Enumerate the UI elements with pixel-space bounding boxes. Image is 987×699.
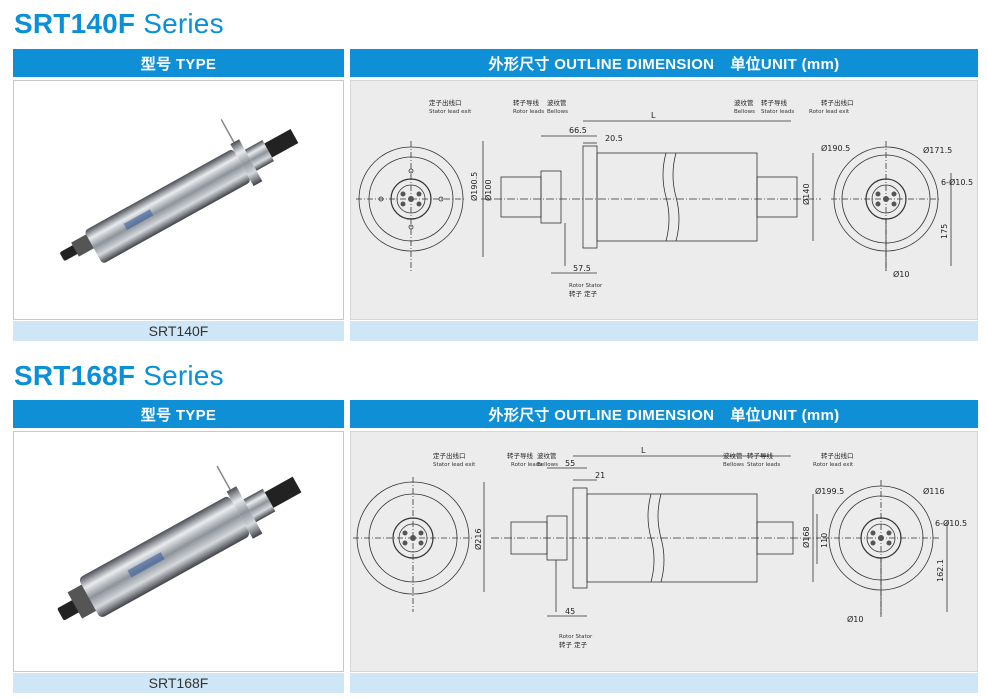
label-rotor-leads-en: Rotor leads bbox=[511, 462, 542, 468]
dim-dia-b: Ø100 bbox=[483, 179, 493, 201]
label-rotor-stator-en: Rotor Stator bbox=[559, 634, 593, 640]
drawing-caption-bar bbox=[350, 673, 978, 693]
dimension-header-label: 外形尺寸 OUTLINE DIMENSION bbox=[488, 406, 715, 424]
unit-label: 单位UNIT (mm) bbox=[730, 55, 840, 73]
dim-right-dia2: Ø116 bbox=[923, 486, 945, 496]
dim-right-dia2: Ø171.5 bbox=[923, 145, 952, 155]
label-stator-lead-cn: 定子出线口 bbox=[429, 98, 462, 107]
slip-ring-photo bbox=[60, 119, 299, 263]
type-header-label: 型号 TYPE bbox=[140, 406, 217, 424]
dim-dia-c: 110 bbox=[820, 533, 829, 548]
label-bellows2-en: Bellows bbox=[734, 109, 755, 115]
label-stator-leads-cn: 转子导线 bbox=[761, 98, 788, 107]
label-rotor-lead-exit-en: Rotor lead exit bbox=[809, 109, 850, 115]
label-stator-lead-en: Stator lead exit bbox=[433, 462, 476, 468]
dimension-drawing-srt168f: 定子出线口 Stator lead exit 转子导线 Rotor leads … bbox=[350, 431, 978, 672]
label-rotor-lead-exit-en: Rotor lead exit bbox=[813, 462, 854, 468]
dim-length: L bbox=[651, 111, 656, 120]
label-stator-lead-cn: 定子出线口 bbox=[433, 451, 466, 460]
dim-holes: 6-Ø10.5 bbox=[941, 177, 973, 187]
series-code: SRT168F bbox=[14, 360, 136, 391]
dim-right-dia1: Ø199.5 bbox=[815, 486, 844, 496]
label-rotor-leads-en: Rotor leads bbox=[513, 109, 544, 115]
type-header: 型号 TYPE bbox=[13, 49, 344, 77]
dim-height: 175 bbox=[940, 224, 949, 239]
outline-drawing: 定子出线口 Stator lead exit 转子导线 Rotor leads … bbox=[356, 98, 973, 298]
dim-dia-c: Ø140 bbox=[801, 183, 811, 205]
label-rotor-leads-cn: 转子导线 bbox=[513, 98, 540, 107]
dim-length: L bbox=[641, 446, 646, 455]
label-bellows2-en: Bellows bbox=[723, 462, 744, 468]
dim-d1: 55 bbox=[565, 459, 575, 468]
model-caption-srt140f: SRT140F bbox=[13, 321, 344, 341]
dim-holes: 6-Ø10.5 bbox=[935, 518, 967, 528]
dim-dia-b: Ø168 bbox=[801, 526, 811, 548]
label-bellows2-cn: 波纹管 bbox=[723, 451, 743, 460]
slip-ring-photo bbox=[57, 465, 302, 620]
unit-label: 单位UNIT (mm) bbox=[730, 406, 840, 424]
type-header-label: 型号 TYPE bbox=[140, 55, 217, 73]
dim-d3: 57.5 bbox=[573, 264, 591, 273]
label-rotor-lead-exit-cn: 转子出线口 bbox=[821, 98, 854, 107]
dimension-header: 外形尺寸 OUTLINE DIMENSION 单位UNIT (mm) bbox=[350, 400, 978, 428]
label-stator-leads-en: Stator leads bbox=[747, 462, 780, 468]
dim-dia-a: Ø216 bbox=[473, 528, 483, 550]
drawing-caption-bar bbox=[350, 321, 978, 341]
label-stator-lead-en: Stator lead exit bbox=[429, 109, 472, 115]
dimension-drawing-srt140f: 定子出线口 Stator lead exit 转子导线 Rotor leads … bbox=[350, 80, 978, 320]
series-label: Series bbox=[143, 360, 224, 391]
dimension-header: 外形尺寸 OUTLINE DIMENSION 单位UNIT (mm) bbox=[350, 49, 978, 77]
dimension-header-label: 外形尺寸 OUTLINE DIMENSION bbox=[488, 55, 715, 73]
label-bellows2-cn: 波纹管 bbox=[734, 98, 754, 107]
label-bellows-cn: 波纹管 bbox=[547, 98, 567, 107]
series-title-srt168f: SRT168F Series bbox=[14, 360, 224, 392]
dim-d1: 66.5 bbox=[569, 126, 587, 135]
outline-drawing: 定子出线口 Stator lead exit 转子导线 Rotor leads … bbox=[353, 446, 967, 649]
series-label: Series bbox=[143, 8, 224, 39]
model-name: SRT140F bbox=[148, 323, 209, 339]
dim-right-dia1: Ø190.5 bbox=[821, 143, 850, 153]
label-bellows-en: Bellows bbox=[537, 462, 558, 468]
product-photo-srt168f bbox=[13, 431, 344, 672]
dim-d2: 20.5 bbox=[605, 134, 623, 143]
product-photo-srt140f bbox=[13, 80, 344, 320]
series-code: SRT140F bbox=[14, 8, 136, 39]
dim-height: 162.1 bbox=[936, 559, 945, 582]
label-stator-leads-cn: 转子导线 bbox=[747, 451, 774, 460]
model-caption-srt168f: SRT168F bbox=[13, 673, 344, 693]
series-title-srt140f: SRT140F Series bbox=[14, 8, 224, 40]
model-name: SRT168F bbox=[148, 675, 209, 691]
dim-shaft: Ø10 bbox=[893, 269, 909, 279]
dim-dia-a: Ø190.5 bbox=[469, 172, 479, 201]
dim-d3: 45 bbox=[565, 607, 575, 616]
label-rotor-stator-cn: 转子 定子 bbox=[569, 289, 598, 298]
label-rotor-stator-cn: 转子 定子 bbox=[559, 640, 588, 649]
label-rotor-stator-en: Rotor Stator bbox=[569, 283, 603, 289]
type-header: 型号 TYPE bbox=[13, 400, 344, 428]
label-rotor-leads-cn: 转子导线 bbox=[507, 451, 534, 460]
label-rotor-lead-exit-cn: 转子出线口 bbox=[821, 451, 854, 460]
dim-d2: 21 bbox=[595, 471, 605, 480]
label-stator-leads-en: Stator leads bbox=[761, 109, 794, 115]
dim-shaft: Ø10 bbox=[847, 614, 863, 624]
label-bellows-cn: 波纹管 bbox=[537, 451, 557, 460]
label-bellows-en: Bellows bbox=[547, 109, 568, 115]
